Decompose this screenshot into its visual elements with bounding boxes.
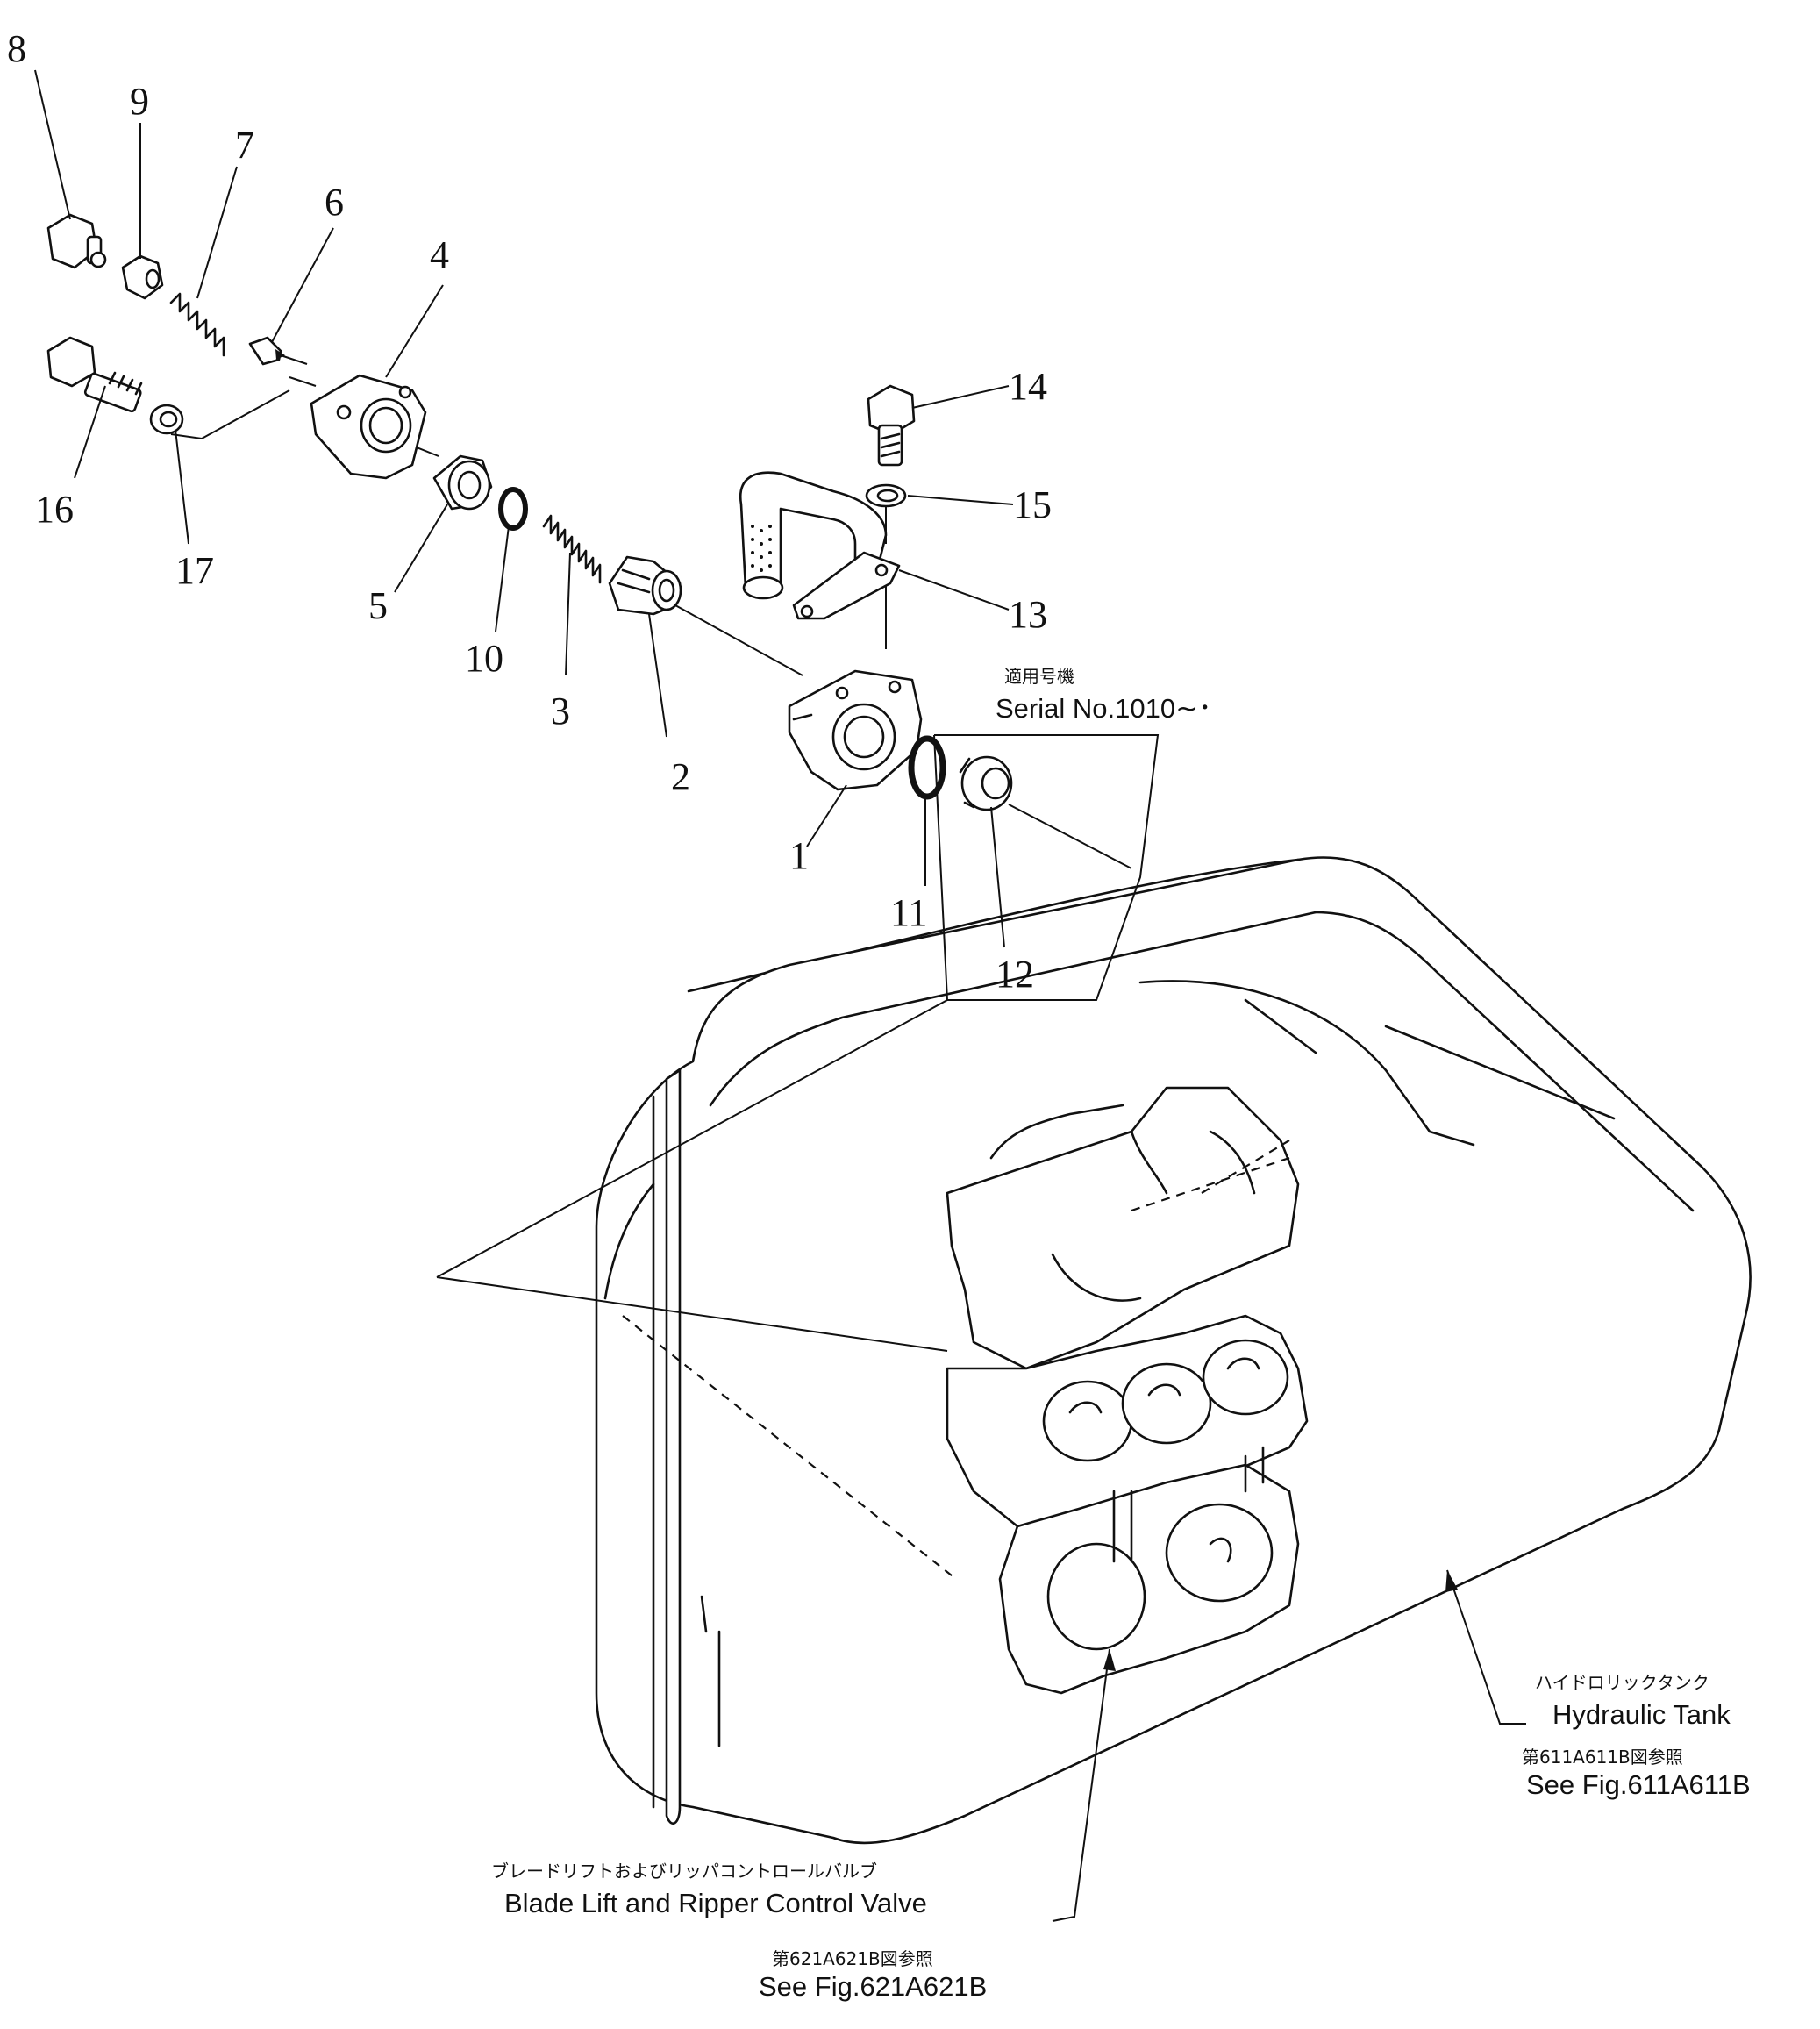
hydraulic-tank-en: Hydraulic Tank xyxy=(1552,1699,1731,1730)
hydraulic-tank-ref-jp: 第611A611B図参照 xyxy=(1522,1747,1683,1768)
control-valve-jp: ブレードリフトおよびリッパコントロールバルブ xyxy=(491,1861,877,1882)
part-14-bolt xyxy=(867,384,916,467)
hydraulic-tank-jp: ハイドロリックタンク xyxy=(1535,1672,1709,1693)
part-9-nut xyxy=(121,254,164,300)
hydraulic-tank-ref-en: See Fig.611A611B xyxy=(1526,1769,1751,1800)
part-10-o-ring xyxy=(498,487,528,531)
part-3-spring xyxy=(542,514,602,584)
control-valve-ref-en: See Fig.621A621B xyxy=(759,1971,987,2002)
part-2-poppet xyxy=(608,555,682,616)
part-8-bolt xyxy=(46,213,107,269)
part-number-labels: 1 2 3 4 5 6 7 8 9 10 11 12 13 14 15 16 1… xyxy=(7,27,1052,996)
part-number-10: 10 xyxy=(465,637,503,680)
part-13-strainer-pipe xyxy=(739,471,901,620)
part-number-8: 8 xyxy=(7,27,26,70)
control-valve-en: Blade Lift and Ripper Control Valve xyxy=(504,1888,927,1918)
part-number-2: 2 xyxy=(671,755,690,798)
part-number-leaders xyxy=(34,69,1014,948)
part-16-bolt xyxy=(46,336,143,413)
part-number-12: 12 xyxy=(996,953,1034,996)
part-number-6: 6 xyxy=(325,181,344,224)
hydraulic-tank-leader xyxy=(1445,1569,1526,1725)
serial-number-note: 適用号機 Serial No.1010∼･ xyxy=(996,666,1212,724)
part-15-washer xyxy=(865,483,907,508)
part-7-spring xyxy=(169,292,225,357)
part-number-4: 4 xyxy=(430,233,449,276)
serial-note-jp: 適用号機 xyxy=(1004,666,1074,687)
serial-note-en: Serial No.1010∼･ xyxy=(996,693,1212,724)
part-number-7: 7 xyxy=(235,124,254,167)
control-valve-ref-jp: 第621A621B図参照 xyxy=(772,1948,933,1969)
part-17-washer xyxy=(149,404,184,435)
part-4-flange xyxy=(310,374,427,480)
hydraulic-tank-callout: ハイドロリックタンク Hydraulic Tank 第611A611B図参照 S… xyxy=(1522,1672,1751,1800)
hidden-line xyxy=(622,1315,957,1580)
control-valve-leader xyxy=(1052,1648,1116,1922)
control-valve-drawing xyxy=(946,1086,1309,1695)
part-number-1: 1 xyxy=(789,834,809,877)
part-12-seal xyxy=(959,755,1013,811)
part-6-pin xyxy=(248,336,285,366)
part-number-11: 11 xyxy=(890,891,927,934)
part-number-15: 15 xyxy=(1013,483,1052,526)
part-number-9: 9 xyxy=(130,80,149,123)
part-number-5: 5 xyxy=(368,584,388,627)
control-valve-callout: ブレードリフトおよびリッパコントロールバルブ Blade Lift and Ri… xyxy=(491,1861,987,2002)
part-number-3: 3 xyxy=(551,689,570,732)
part-number-14: 14 xyxy=(1009,365,1047,408)
part-5-bushing xyxy=(432,454,493,511)
part-1-valve-body xyxy=(788,669,923,791)
part-number-17: 17 xyxy=(175,549,214,592)
part-number-16: 16 xyxy=(35,488,74,531)
part-11-o-ring xyxy=(908,735,946,800)
part-number-13: 13 xyxy=(1009,593,1047,636)
